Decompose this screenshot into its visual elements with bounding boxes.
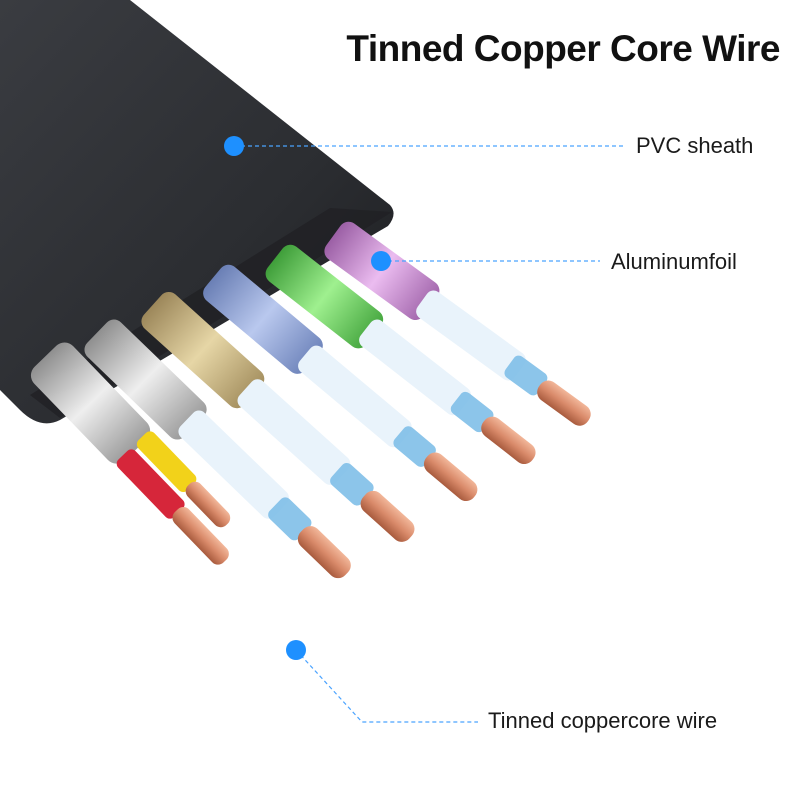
callout-dot	[371, 251, 391, 271]
conductor-gold	[141, 291, 415, 542]
conductor-silver-1	[30, 342, 231, 565]
label-tinned-core: Tinned coppercore wire	[488, 708, 718, 733]
conductor-blue	[203, 264, 478, 502]
pvc-sheath	[0, 0, 394, 424]
callout-dot	[224, 136, 244, 156]
page-title: Tinned Copper Core Wire	[346, 28, 780, 69]
label-aluminum-foil: Aluminumfoil	[611, 249, 737, 274]
callout-pvc-sheath	[224, 136, 625, 156]
conductor-green	[265, 244, 536, 465]
callout-dot	[286, 640, 306, 660]
callout-aluminum-foil	[371, 251, 600, 271]
label-pvc-sheath: PVC sheath	[636, 133, 754, 158]
callout-tinned-core	[286, 640, 478, 723]
conductor-silver-2	[84, 319, 351, 579]
